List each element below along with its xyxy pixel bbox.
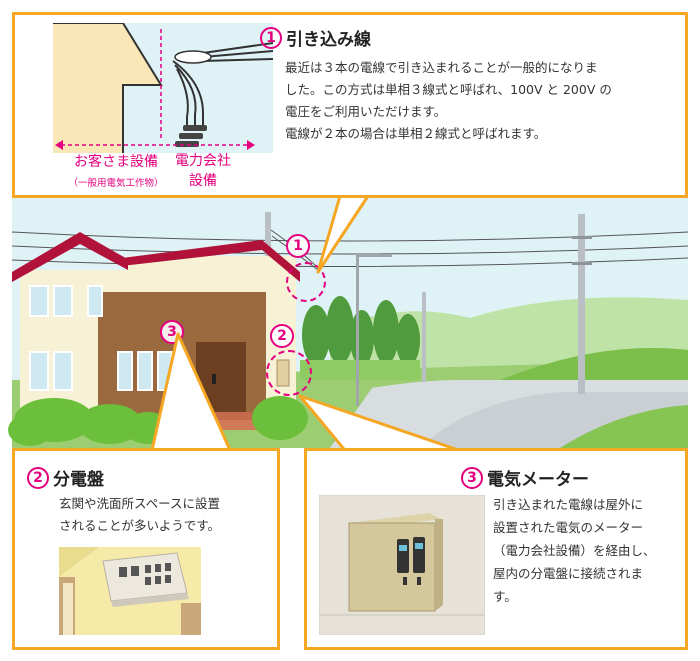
customer-equipment-sublabel: （一般用電気工作物） bbox=[68, 178, 164, 189]
house bbox=[12, 232, 300, 430]
marker-2: 2 bbox=[270, 324, 294, 348]
callout-1-title: 引き込み線 bbox=[286, 30, 371, 50]
marker-3: 3 bbox=[160, 320, 184, 344]
distribution-board-photo bbox=[59, 547, 201, 635]
callout-3-description: 引き込まれた電線は屋外に 設置された電気のメーター （電力会社設備）を経由し、 … bbox=[493, 497, 656, 604]
scope-arrow bbox=[55, 140, 255, 150]
customer-equipment-label: お客さま設備 bbox=[74, 154, 158, 170]
callout-2-title: 分電盤 bbox=[53, 470, 104, 490]
callout-1-description: 最近は３本の電線で引き込まれることが一般的になりま した。この方式は単相３線式と… bbox=[285, 60, 612, 141]
marker-1: 1 bbox=[286, 234, 310, 258]
utility-equipment-label: 電力会社 設備 bbox=[175, 153, 231, 189]
marker-circle-service-drop bbox=[286, 262, 326, 302]
service-drop-diagram bbox=[53, 23, 273, 153]
callout-3-title: 電気メーター bbox=[487, 470, 589, 490]
electric-meter-photo bbox=[319, 495, 485, 635]
callout-2-number: 2 bbox=[27, 466, 49, 489]
marker-circle-meter bbox=[266, 350, 312, 396]
callout-2-description: 玄関や洗面所スペースに設置 されることが多いようです。 bbox=[59, 496, 221, 533]
callout-3-number: 3 bbox=[461, 466, 483, 489]
callout-1-number: 1 bbox=[260, 26, 282, 49]
